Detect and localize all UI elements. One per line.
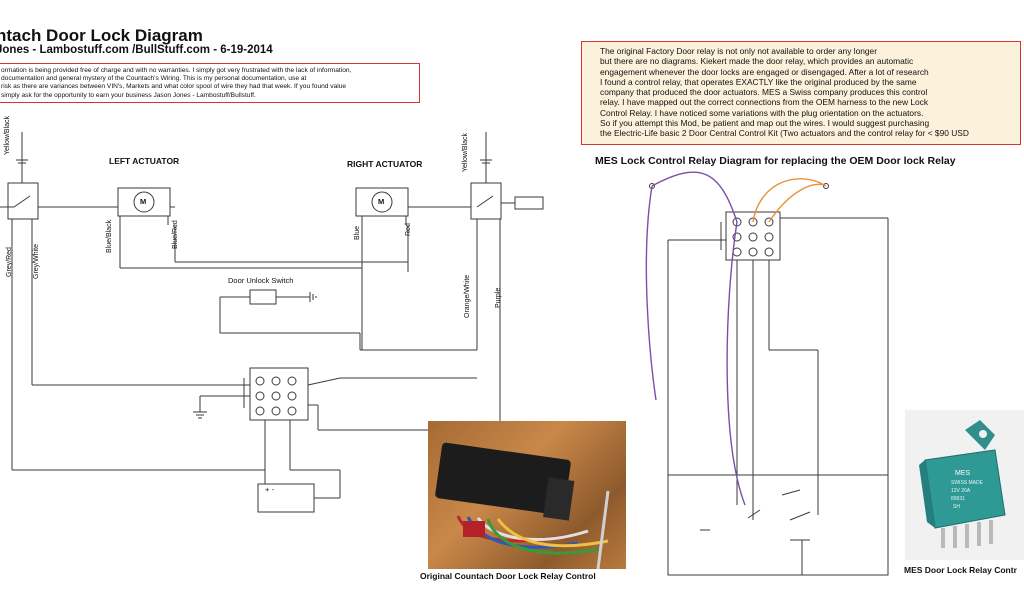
- disclaimer-line: risk as there are variances between VIN'…: [1, 83, 347, 91]
- left-actuator-label: LEFT ACTUATOR: [109, 156, 180, 166]
- disclaimer-line: documentation and general mystery of the…: [1, 75, 307, 83]
- relay-text-line: SH: [953, 504, 960, 510]
- wire-label-red: Red: [405, 223, 412, 236]
- disclaimer-line: simply ask for the opportunity to earn y…: [1, 91, 256, 99]
- wire-label-blue-red: Blue/Red: [172, 220, 179, 249]
- relay-notes-box: The original Factory Door relay is not o…: [581, 41, 1021, 145]
- relay-text-line: SWISS MADE: [951, 480, 984, 486]
- note-line: So if you attempt this Mod, be patient a…: [600, 118, 930, 129]
- left-door-switch: [7, 182, 39, 220]
- battery-symbol: + -: [265, 485, 274, 494]
- note-line: relay. I have mapped out the correct con…: [600, 97, 929, 108]
- note-line: The original Factory Door relay is not o…: [600, 46, 877, 56]
- left-actuator-motor: [117, 187, 171, 217]
- mes-relay-caption: MES Door Lock Relay Contr: [904, 565, 1017, 575]
- left-motor-symbol: M: [140, 197, 147, 206]
- wire-label-purple: Purple: [495, 287, 502, 308]
- diagram-title: ntach Door Lock Diagram: [0, 26, 203, 45]
- relay-text-line: 89931: [951, 496, 965, 502]
- note-line: company that produced the door actuators…: [600, 87, 928, 98]
- relay-text-line: 12V 20A: [951, 488, 971, 494]
- original-relay-caption: Original Countach Door Lock Relay Contro…: [420, 571, 596, 581]
- wire-label-grey-white: Grey/White: [33, 243, 40, 279]
- note-line: I found a control relay, that operates E…: [600, 76, 917, 87]
- mes-relay-internal-box: [667, 474, 889, 576]
- door-unlock-switch: [249, 289, 277, 305]
- wire-label-grey-red: Grey/Red: [6, 247, 13, 277]
- mes-relay-photo: MES SWISS MADE 12V 20A 89931 SH: [905, 410, 1024, 560]
- oem-relay-block: [249, 367, 309, 421]
- connector-plug: [514, 196, 544, 210]
- wire-label-blue-black: Blue/Black: [106, 219, 113, 253]
- right-motor-symbol: M: [378, 197, 385, 206]
- relay-brand-text: MES: [955, 470, 971, 477]
- right-actuator-label: RIGHT ACTUATOR: [347, 159, 423, 169]
- author-line: Jones - Lambostuff.com /BullStuff.com - …: [0, 44, 273, 56]
- mes-diagram-heading: MES Lock Control Relay Diagram for repla…: [595, 155, 956, 167]
- wire-label-blue: Blue: [354, 225, 361, 240]
- note-line: engagement whenever the door locks are e…: [600, 66, 929, 77]
- disclaimer-box: ormation is being provided free of charg…: [0, 63, 420, 103]
- door-unlock-switch-label: Door Unlock Switch: [228, 276, 294, 285]
- original-relay-illustration: [435, 442, 610, 569]
- disclaimer-line: ormation is being provided free of charg…: [1, 67, 352, 74]
- original-relay-photo: [428, 421, 626, 569]
- wire-label-yellow-black-left: Yellow/Black: [4, 115, 11, 155]
- wire-label-orange-white: Orange/White: [464, 274, 471, 318]
- wire-label-yellow-black-right: Yellow/Black: [462, 132, 469, 172]
- note-line: but there are no diagrams. Kiekert made …: [600, 56, 914, 67]
- note-line: Control Relay. I have noticed some varia…: [600, 107, 924, 118]
- mes-relay-illustration: MES SWISS MADE 12V 20A 89931 SH: [919, 420, 1006, 548]
- note-line: the Electric-Life basic 2 Door Central C…: [600, 128, 969, 139]
- right-actuator-motor: [355, 187, 409, 217]
